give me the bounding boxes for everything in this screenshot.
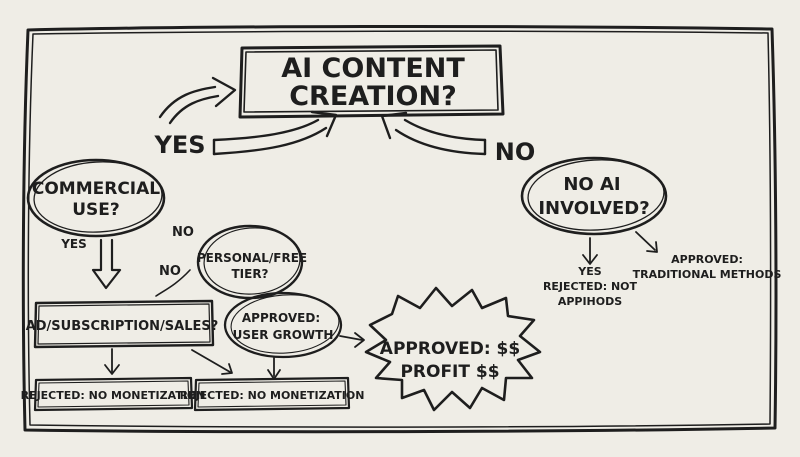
label-no-commercial: NO <box>172 225 194 240</box>
node-commercial-use: COMMERCIAL USE? <box>26 158 166 238</box>
arrow-growth-down <box>267 357 281 380</box>
personal-line-2: TIER? <box>231 267 268 281</box>
user-growth-line-1: APPROVED: <box>242 311 320 325</box>
title-line-1: AI CONTENT <box>281 53 465 84</box>
arrow-ad-diagonal <box>191 349 233 375</box>
no-ai-yes-line-1: YES <box>577 265 601 278</box>
title-box: AI CONTENT CREATION? <box>238 44 505 119</box>
user-growth-line-2: USER GROWTH <box>233 328 334 342</box>
commercial-line-2: USE? <box>72 200 120 220</box>
commercial-line-1: COMMERCIAL <box>32 179 160 199</box>
arrow-no-ai-down <box>582 237 598 265</box>
traditional-line-1: APPROVED: <box>671 253 743 266</box>
arrow-yes-up <box>158 76 237 125</box>
node-profit-burst: APPROVED: $$ PROFIT $$ <box>364 286 542 412</box>
no-ai-line-1: NO AI <box>563 174 620 195</box>
node-user-growth: APPROVED: USER GROWTH <box>223 291 343 359</box>
arrow-ad-down <box>104 348 120 375</box>
label-no-personal: NO <box>159 264 181 279</box>
outer-frame <box>21 24 778 434</box>
arrow-no-personal <box>155 269 191 297</box>
rejected-left-text: REJECTED: NO MONETIZATION <box>21 389 206 402</box>
traditional-line-2: TRADITIONAL METHODS <box>633 268 782 281</box>
node-personal-free: PERSONAL/FREE TIER? <box>196 224 307 300</box>
profit-line-2: PROFIT $$ <box>400 362 499 382</box>
label-no-main: NO <box>495 138 536 166</box>
node-no-ai-involved: NO AI INVOLVED? <box>520 156 668 236</box>
title-line-2: CREATION? <box>289 81 457 112</box>
arrow-no-ai-diagonal <box>635 231 658 253</box>
no-ai-yes-line-3: APPIHODS <box>558 295 622 308</box>
outcome-traditional-methods: APPROVED: TRADITIONAL METHODS <box>633 253 782 281</box>
label-yes-commercial: YES <box>60 237 87 251</box>
node-rejected-mid: REJECTED: NO MONETIZATION <box>180 376 365 412</box>
arrow-growth-right <box>339 332 365 348</box>
arrow-no-curve <box>380 111 487 156</box>
no-ai-yes-line-2: REJECTED: NOT <box>543 280 638 293</box>
no-ai-line-2: INVOLVED? <box>538 198 649 219</box>
outcome-no-ai-yes: YES REJECTED: NOT APPIHODS <box>543 265 638 308</box>
rejected-mid-text: REJECTED: NO MONETIZATION <box>180 389 365 402</box>
ad-sales-text: AD/SUBSCRIPTION/SALES? <box>26 319 219 334</box>
node-rejected-left: REJECTED: NO MONETIZATION <box>21 376 206 412</box>
label-yes-main: YES <box>153 131 205 159</box>
arrow-yes-curve <box>212 110 338 156</box>
profit-line-1: APPROVED: $$ <box>380 339 520 359</box>
node-ad-subscription-sales: AD/SUBSCRIPTION/SALES? <box>26 299 219 349</box>
personal-line-1: PERSONAL/FREE <box>197 251 307 265</box>
arrow-commercial-down <box>91 238 122 290</box>
